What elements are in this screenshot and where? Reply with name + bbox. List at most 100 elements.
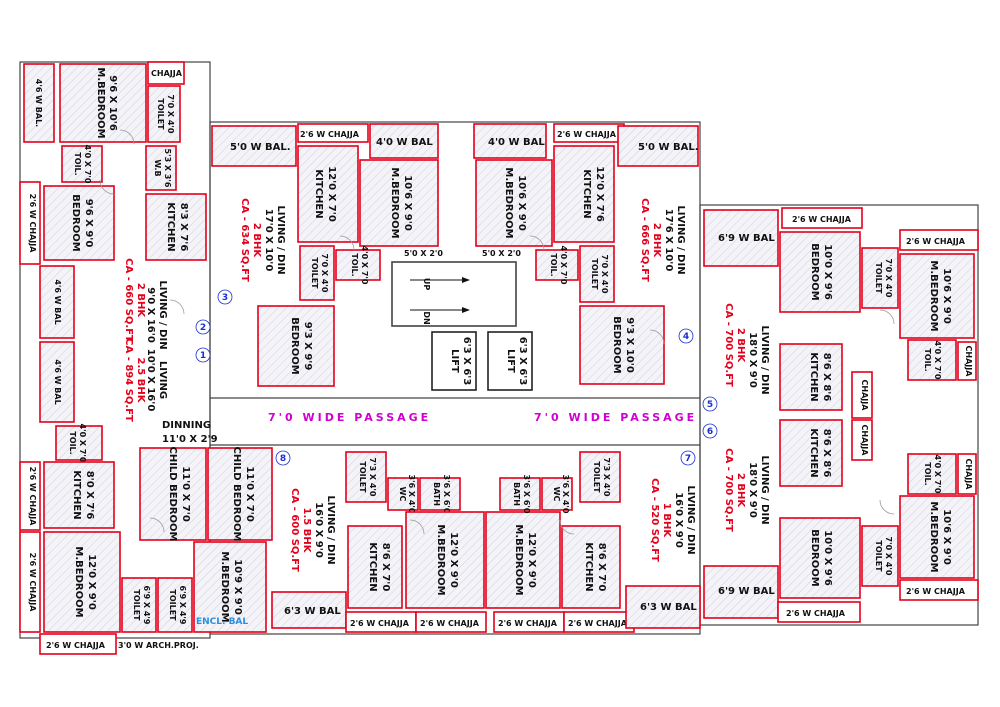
svg-text:CA - 700 SQ.FT: CA - 700 SQ.FT	[723, 448, 734, 532]
svg-text:LIVING / DIN: LIVING / DIN	[759, 325, 770, 394]
svg-text:2: 2	[200, 323, 206, 333]
svg-text:10'0 X 9'6: 10'0 X 9'6	[822, 530, 833, 586]
svg-text:CA - 600 SQ.FT: CA - 600 SQ.FT	[289, 488, 300, 572]
svg-text:4'6 W BAL: 4'6 W BAL	[53, 279, 62, 324]
svg-text:M.BEDROOM: M.BEDROOM	[95, 67, 106, 138]
svg-text:7: 7	[685, 454, 691, 464]
svg-text:ENCL. BAL: ENCL. BAL	[196, 617, 248, 627]
svg-text:18'0 X 9'0: 18'0 X 9'0	[747, 332, 758, 388]
svg-text:TOILET: TOILET	[310, 257, 319, 289]
wc-f8	[387, 477, 419, 511]
svg-text:2'6 W CHAJJA: 2'6 W CHAJJA	[28, 467, 37, 527]
bedroom-f4	[579, 305, 665, 385]
toilet-f7	[579, 451, 621, 503]
svg-text:2'6 W CHAJJA: 2'6 W CHAJJA	[792, 215, 852, 224]
svg-text:1: 1	[200, 351, 206, 361]
left-wing: 4'6 W BAL. M.BEDROOM 9'6 X 10'6 CHAJJA T…	[19, 61, 267, 655]
svg-text:M.BEDROOM: M.BEDROOM	[503, 167, 514, 238]
svg-text:5'0 W BAL.: 5'0 W BAL.	[230, 142, 291, 153]
svg-text:KITCHEN: KITCHEN	[313, 169, 324, 218]
svg-text:BEDROOM: BEDROOM	[809, 529, 820, 586]
wb-left	[145, 145, 177, 191]
svg-text:2'6 W CHAJJA: 2'6 W CHAJJA	[420, 619, 480, 628]
svg-text:1.5 BHK: 1.5 BHK	[301, 508, 312, 554]
svg-text:10'6 X 9'0: 10'6 X 9'0	[941, 509, 952, 565]
svg-text:TOIL.: TOIL.	[549, 253, 558, 276]
toilet-f4	[579, 245, 615, 303]
svg-text:LIVING / DIN: LIVING / DIN	[759, 455, 770, 524]
svg-text:11'0 X 7'0: 11'0 X 7'0	[244, 466, 255, 522]
toilet-f5	[861, 247, 899, 309]
svg-text:5'3 X 3'6: 5'3 X 3'6	[163, 149, 172, 188]
chajja-right-2	[899, 229, 979, 251]
toilet-left-bottom-2	[157, 577, 193, 633]
svg-text:10'6 X 9'0: 10'6 X 9'0	[941, 268, 952, 324]
svg-text:7'0 X 4'0: 7'0 X 4'0	[166, 95, 175, 134]
svg-text:8'6 X 8'6: 8'6 X 8'6	[821, 353, 832, 402]
chajja-right-6	[957, 453, 977, 495]
svg-text:CA - 666 SQ.FT: CA - 666 SQ.FT	[639, 198, 650, 282]
svg-text:BEDROOM: BEDROOM	[611, 316, 622, 373]
svg-text:KITCHEN: KITCHEN	[367, 542, 378, 591]
svg-text:6'3 X 6'3: 6'3 X 6'3	[517, 337, 528, 386]
svg-text:2'6 W CHAJJA: 2'6 W CHAJJA	[906, 237, 966, 246]
balcony-50-right	[617, 125, 699, 167]
svg-text:5'0 X 2'0: 5'0 X 2'0	[404, 249, 443, 258]
svg-text:5'0 W BAL.: 5'0 W BAL.	[638, 142, 699, 153]
lift-left	[431, 331, 477, 391]
svg-text:16'0 X 9'0: 16'0 X 9'0	[313, 502, 324, 558]
svg-text:4'0 X 7'0: 4'0 X 7'0	[559, 246, 568, 285]
svg-text:LIVING / DIN: LIVING / DIN	[157, 280, 168, 349]
svg-text:11'0 X 7'0: 11'0 X 7'0	[180, 466, 191, 522]
bedroom-f5	[779, 231, 861, 313]
svg-text:KITCHEN: KITCHEN	[581, 169, 592, 218]
toilet-f8	[345, 451, 387, 503]
svg-text:BEDROOM: BEDROOM	[70, 194, 81, 251]
svg-text:10'9 X 9'0: 10'9 X 9'0	[232, 559, 243, 615]
svg-text:2'6 W CHAJJA: 2'6 W CHAJJA	[498, 619, 558, 628]
svg-text:CA - 520 SQ.FT: CA - 520 SQ.FT	[649, 478, 660, 562]
door-swings	[99, 129, 895, 535]
svg-text:CA - 660 SQ.FT: CA - 660 SQ.FT	[123, 258, 134, 342]
svg-text:2'6 W CHAJJA: 2'6 W CHAJJA	[568, 619, 628, 628]
passage-right-label: 7'0 WIDE PASSAGE	[534, 411, 697, 424]
svg-text:TOIL.: TOIL.	[350, 253, 359, 276]
svg-text:TOILET: TOILET	[156, 98, 165, 130]
svg-text:CHAJJA: CHAJJA	[860, 380, 869, 412]
svg-text:2.5 BHK: 2.5 BHK	[135, 358, 146, 404]
toil-left-1	[61, 145, 103, 183]
chajja-right-7	[899, 579, 979, 601]
svg-text:8'3 X 7'6: 8'3 X 7'6	[178, 203, 189, 252]
svg-text:TOILET: TOILET	[592, 461, 601, 493]
svg-text:12'0 X 7'6: 12'0 X 7'6	[594, 166, 605, 222]
svg-text:M.BEDROOM: M.BEDROOM	[389, 167, 400, 238]
svg-text:BATH: BATH	[432, 482, 441, 506]
svg-text:LIVING / DIN: LIVING / DIN	[675, 205, 686, 274]
svg-text:TOIL.: TOIL.	[923, 348, 932, 371]
svg-text:3: 3	[222, 293, 228, 303]
svg-text:W.B: W.B	[153, 159, 162, 176]
m-bedroom-f5	[899, 253, 975, 339]
svg-text:17'6 X 10'0: 17'6 X 10'0	[663, 209, 674, 272]
svg-text:4'0 X 7'0: 4'0 X 7'0	[360, 246, 369, 285]
svg-text:17'0 X 10'0: 17'0 X 10'0	[263, 209, 274, 272]
svg-text:KITCHEN: KITCHEN	[165, 202, 176, 251]
child-bedroom-f8	[207, 447, 273, 541]
svg-text:7'0 X 4'0: 7'0 X 4'0	[884, 259, 893, 298]
bedroom-left	[43, 185, 115, 261]
svg-text:7'0 X 4'0: 7'0 X 4'0	[320, 254, 329, 293]
svg-text:4'0 X 7'0: 4'0 X 7'0	[78, 424, 87, 463]
chajja-right-bottom	[777, 601, 861, 623]
bath-f7	[499, 477, 541, 511]
svg-text:9'3 X 10'0: 9'3 X 10'0	[624, 317, 635, 373]
svg-text:12'0 X 9'0: 12'0 X 9'0	[526, 532, 537, 588]
m-bedroom-f7	[485, 511, 561, 609]
flat-8-marker	[275, 450, 291, 466]
svg-text:DINNING: DINNING	[162, 420, 211, 431]
svg-text:7'3 X 4'0: 7'3 X 4'0	[602, 458, 611, 497]
svg-text:3'6 X 4'0: 3'6 X 4'0	[407, 475, 416, 514]
kitchen-f7	[561, 525, 621, 609]
chajja-right-4	[851, 371, 873, 419]
svg-text:DN: DN	[422, 311, 431, 324]
